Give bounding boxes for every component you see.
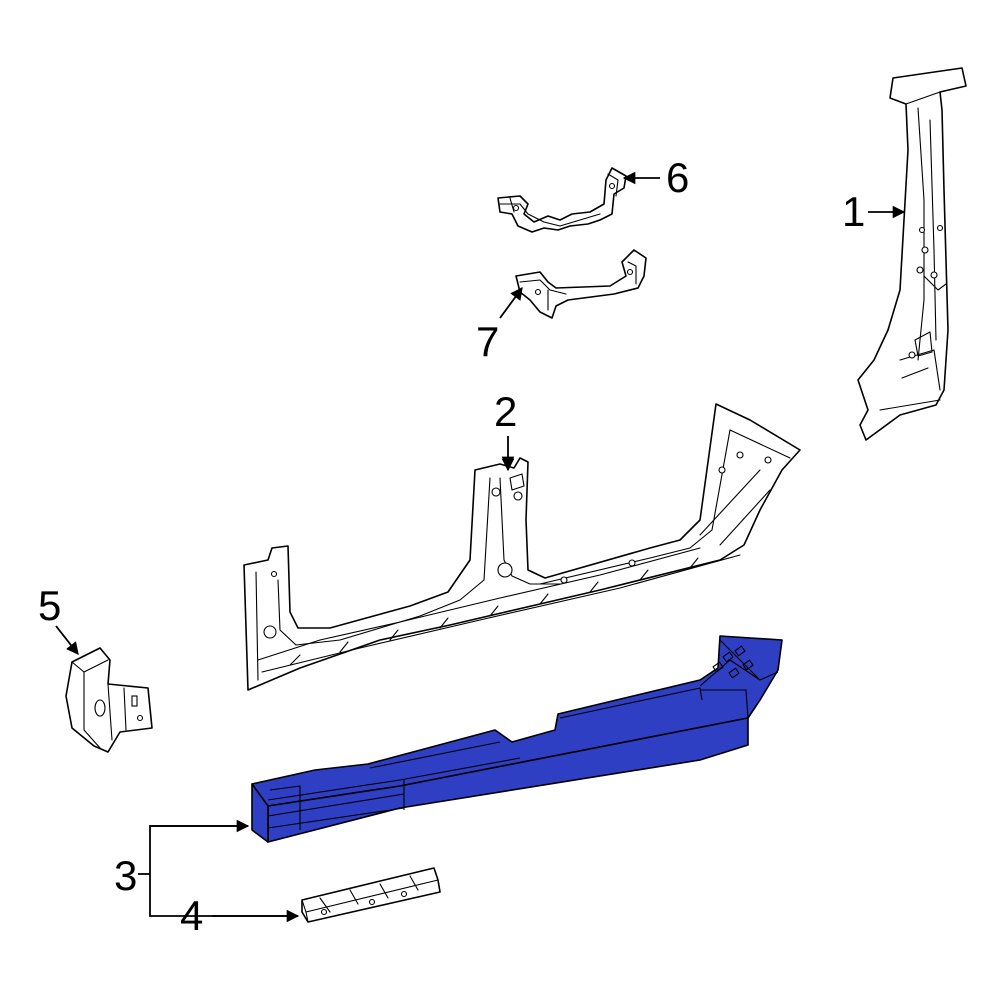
callout-2: 2 — [494, 388, 517, 435]
part-2-side-aperture[interactable] — [243, 403, 801, 691]
leader-5 — [55, 625, 79, 655]
part-5-bracket[interactable] — [65, 647, 153, 753]
callout-3: 3 — [114, 852, 137, 899]
rocker-front-face — [267, 717, 749, 843]
callout-5: 5 — [38, 582, 61, 629]
callout-4: 4 — [180, 892, 203, 939]
part-7-lower-reinforcement[interactable] — [515, 249, 647, 319]
rocker-end-cap — [251, 783, 269, 843]
part-1-b-pillar[interactable] — [857, 67, 967, 441]
callout-6: 6 — [666, 154, 689, 201]
part-6-upper-reinforcement[interactable] — [497, 167, 627, 233]
callout-1: 1 — [842, 188, 865, 235]
leader-7 — [499, 286, 523, 319]
part-4-rocker-reinforcement[interactable] — [301, 867, 441, 923]
part-3-rocker-panel[interactable] — [251, 635, 783, 843]
callout-7: 7 — [476, 318, 499, 365]
